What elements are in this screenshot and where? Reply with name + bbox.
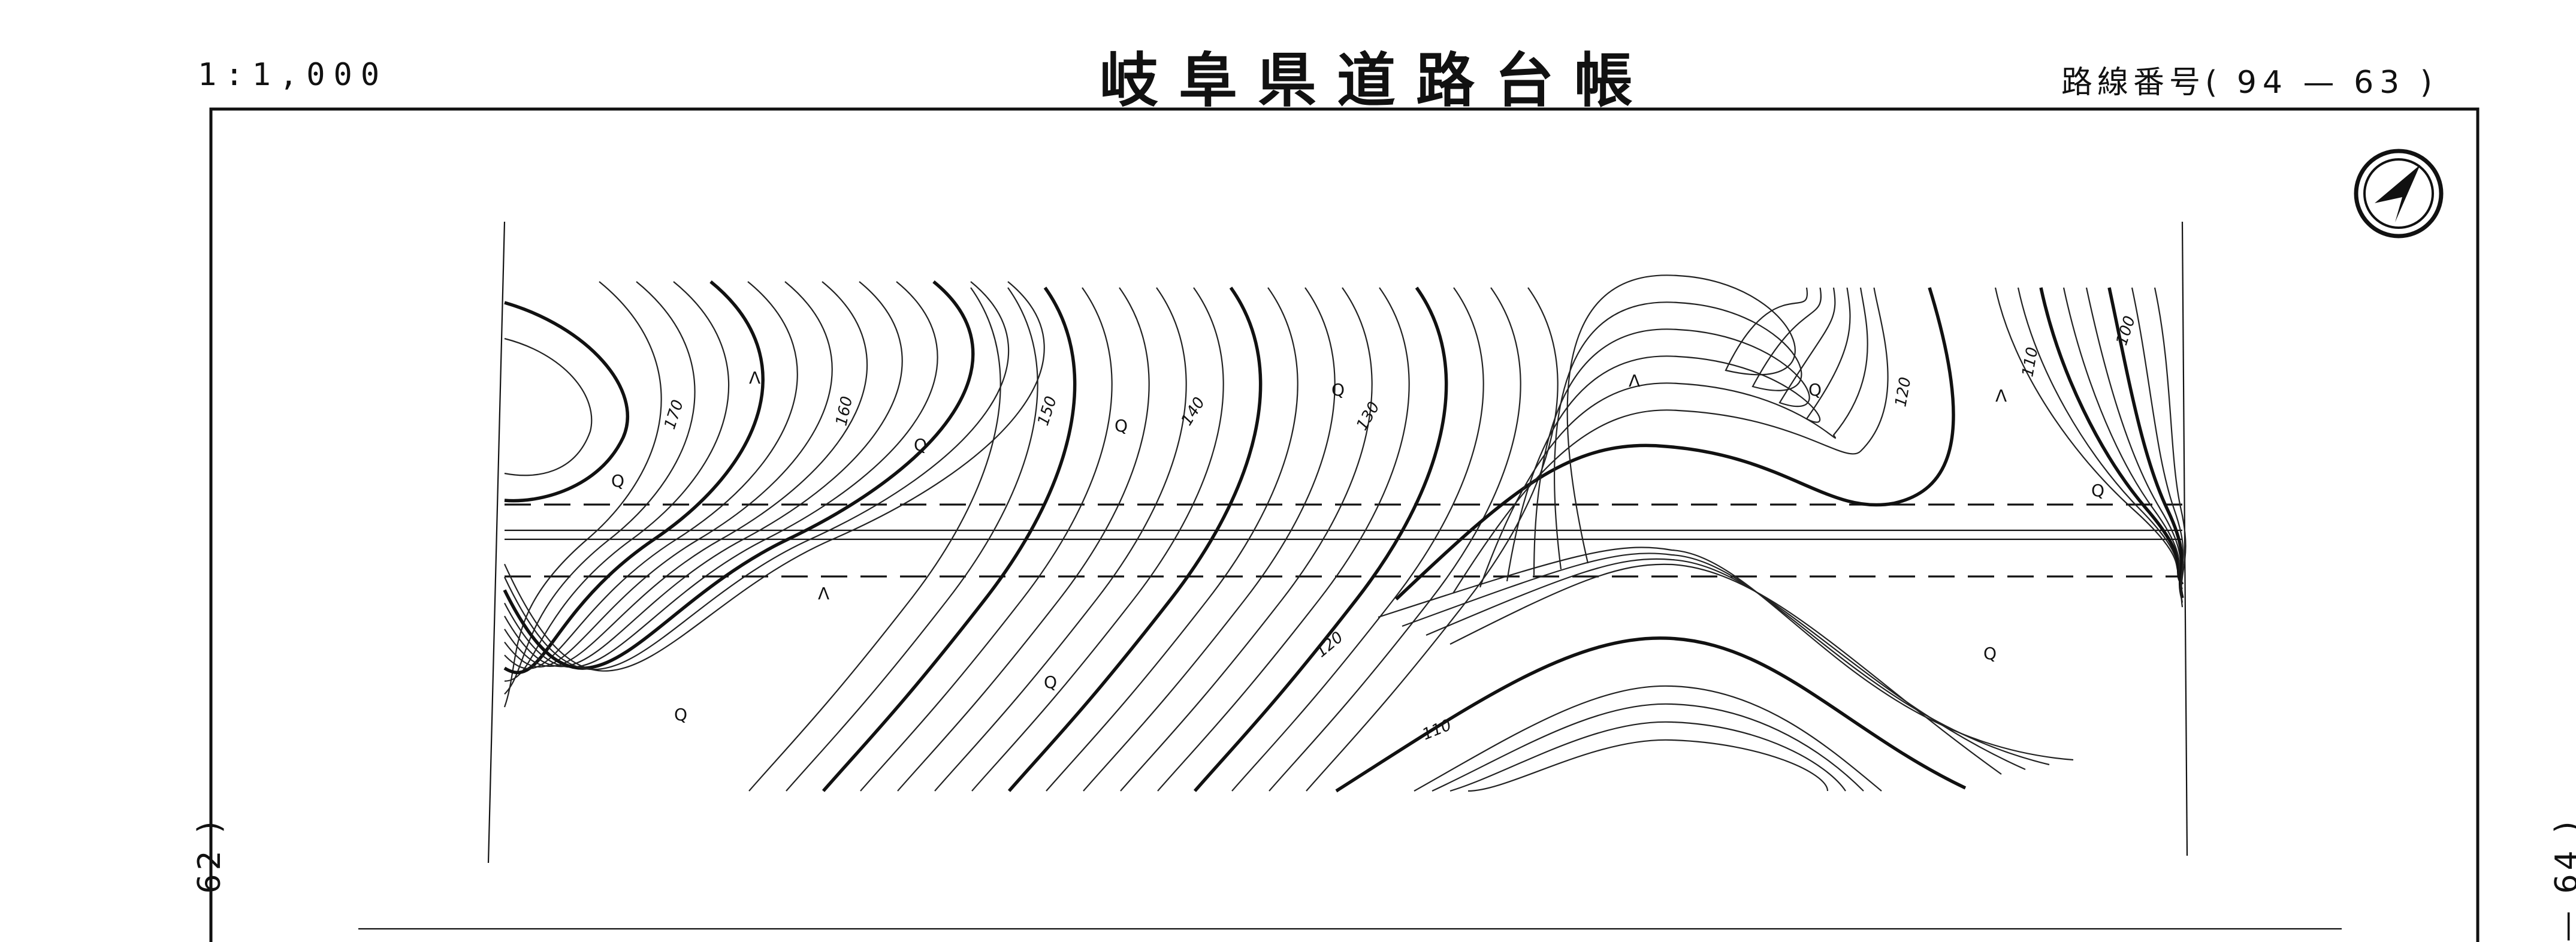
route-sheet-value: 63 xyxy=(2354,65,2406,101)
contour-line xyxy=(1449,563,2002,775)
contour-line xyxy=(1426,558,2026,771)
contour-line xyxy=(504,281,798,669)
contour-line xyxy=(504,281,730,682)
contour-lines xyxy=(503,274,2187,793)
contour-line xyxy=(1994,287,2183,576)
contour-line xyxy=(971,287,1224,792)
contour-label: 150 xyxy=(1034,394,1061,428)
page-title: 岐阜県道路台帳 xyxy=(1100,47,1654,115)
field-symbol: Q xyxy=(1115,416,1128,436)
contour-line xyxy=(504,337,593,476)
contour-line xyxy=(504,281,833,668)
contour-line xyxy=(748,287,1001,792)
contour-line xyxy=(1533,287,1836,576)
index-contour-line xyxy=(503,280,765,674)
contour-line xyxy=(1306,287,1559,792)
contour-line xyxy=(1452,287,1889,594)
field-symbol: Q xyxy=(1331,380,1345,400)
contour-line xyxy=(786,287,1038,792)
route-number-value: 94 xyxy=(2236,65,2289,101)
field-symbol: Q xyxy=(914,435,927,455)
index-contour-line xyxy=(822,286,1077,792)
field-symbol: Q xyxy=(1044,672,1057,692)
field-symbol: Q xyxy=(611,471,624,491)
contour-line xyxy=(2017,287,2183,581)
route-label: 路線番号 xyxy=(2061,65,2206,101)
contour-line xyxy=(860,287,1113,792)
contour-label: 110 xyxy=(1420,716,1454,744)
contour-line xyxy=(1046,287,1298,792)
contour-line xyxy=(504,281,938,668)
route-number: 路線番号( 94 — 63 ) xyxy=(2061,57,2437,102)
contour-line xyxy=(1157,287,1410,792)
index-contour-line xyxy=(1007,286,1263,792)
contour-label: 110 xyxy=(2019,346,2042,378)
wasteland-symbol: Λ xyxy=(1629,371,1640,391)
map-window-right xyxy=(2181,221,2188,856)
contour-line xyxy=(1467,739,1829,792)
map-window-left xyxy=(487,221,506,864)
route-dash: — xyxy=(2303,65,2339,101)
contour-line xyxy=(504,281,696,695)
contour-line xyxy=(934,287,1187,792)
wasteland-symbol: Λ xyxy=(818,584,829,603)
north-arrow-icon xyxy=(2354,149,2444,238)
field-symbol: Q xyxy=(2091,481,2104,500)
contour-line xyxy=(2154,287,2187,608)
contour-line xyxy=(1402,552,2050,766)
index-contour-line xyxy=(2107,287,2184,599)
contour-line xyxy=(503,281,1045,672)
field-symbol: Q xyxy=(1808,380,1822,400)
contour-label: 170 xyxy=(661,398,687,431)
contour-line xyxy=(1479,287,1868,588)
contour-line xyxy=(1269,287,1521,792)
contour-line xyxy=(1414,685,1882,792)
route-paren-close: ) xyxy=(2420,65,2438,101)
index-contour-line xyxy=(2039,287,2184,585)
sheet-frame xyxy=(209,107,2480,942)
contour-line xyxy=(1566,274,1808,564)
wasteland-symbol: Λ xyxy=(749,368,760,388)
contour-line xyxy=(1449,721,1846,792)
contour-line xyxy=(504,281,903,668)
contour-line xyxy=(1083,287,1336,792)
index-contour-line xyxy=(1335,636,1967,793)
wasteland-symbol: Λ xyxy=(1995,386,2007,406)
contour-line xyxy=(1231,287,1484,792)
contour-label: 120 xyxy=(1312,628,1346,661)
contour-line xyxy=(897,287,1150,792)
field-symbol: Q xyxy=(674,705,687,724)
map-scale: 1:1,000 xyxy=(198,57,388,93)
contour-label: 160 xyxy=(833,395,857,428)
field-symbol: Q xyxy=(1983,644,1997,663)
contour-line xyxy=(1432,703,1864,792)
index-contour-line xyxy=(1193,286,1448,792)
contour-line xyxy=(504,281,868,668)
index-contour-line xyxy=(503,280,975,670)
contour-label: 120 xyxy=(1892,376,1914,408)
contour-line xyxy=(2062,287,2183,590)
route-paren-open: ( xyxy=(2205,65,2222,101)
contour-line xyxy=(1378,547,2074,761)
contour-line xyxy=(2131,287,2184,603)
index-contour-line xyxy=(504,301,630,503)
contour-line xyxy=(504,281,1010,671)
contour-line xyxy=(1120,287,1373,792)
contour-label: 130 xyxy=(1353,399,1384,434)
